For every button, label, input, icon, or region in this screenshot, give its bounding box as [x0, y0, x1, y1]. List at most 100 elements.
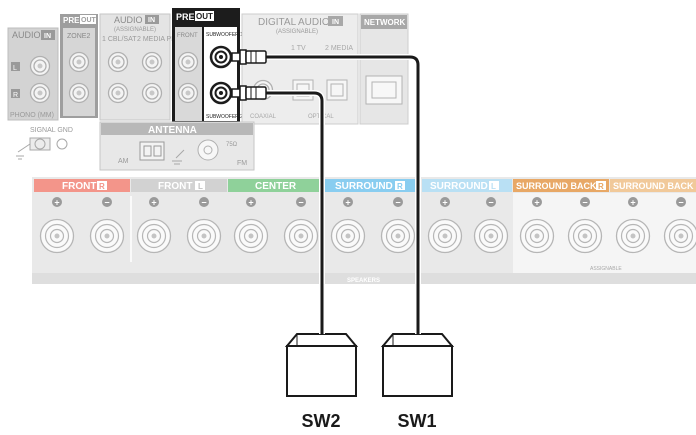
surround-r-label: SURROUND — [335, 181, 393, 192]
audio-assignable: (ASSIGNABLE) — [114, 27, 156, 33]
svg-text:−: − — [104, 198, 109, 208]
sw2-cable — [262, 90, 325, 334]
digital-assignable: (ASSIGNABLE) — [276, 29, 318, 35]
plus-marker: + — [628, 197, 638, 208]
front-l-label: FRONT — [158, 181, 192, 192]
speaker-binding-post — [186, 218, 222, 254]
speaker-binding-post — [519, 218, 555, 254]
plus-marker: + — [149, 197, 159, 208]
zone2-label: ZONE2 — [67, 33, 90, 40]
media-l-jack — [141, 51, 163, 73]
r-badge: R — [13, 92, 18, 99]
front-r-badge: R — [99, 182, 105, 191]
subwoofer1-jack — [209, 45, 233, 69]
svg-text:+: + — [345, 198, 350, 208]
cbl-l-jack — [107, 51, 129, 73]
antenna-label: ANTENNA — [148, 125, 197, 136]
front-l-badge: L — [198, 182, 203, 191]
speaker-binding-post — [567, 218, 603, 254]
cbl-sat-label: 1 CBL/SAT — [102, 36, 137, 43]
svg-text:+: + — [442, 198, 447, 208]
digital-audio-label: DIGITAL AUDIO — [258, 17, 330, 28]
plus-marker: + — [52, 197, 62, 208]
preout-out-badge: OUT — [196, 12, 213, 21]
tv-label: 1 TV — [291, 45, 306, 52]
minus-marker: − — [199, 197, 209, 208]
surround-l-badge: L — [491, 182, 496, 191]
minus-marker: − — [102, 197, 112, 208]
surround-l-label: SURROUND — [430, 181, 488, 192]
assignable-label: ASSIGNABLE — [590, 266, 622, 272]
front-preout-r-jack — [177, 82, 199, 104]
audio-in-l-jack — [29, 55, 51, 77]
svg-text:−: − — [201, 198, 206, 208]
plus-marker: + — [343, 197, 353, 208]
digital-audio-block: DIGITAL AUDIO IN (ASSIGNABLE) 1 TV 2 MED… — [241, 13, 359, 125]
network-label: NETWORK — [364, 18, 406, 27]
cbl-r-jack — [107, 82, 129, 104]
front-r-label: FRONT — [62, 181, 96, 192]
svg-text:−: − — [395, 198, 400, 208]
speaker-binding-post — [615, 218, 651, 254]
subwoofer1-label: SUBWOOFER 1 — [206, 32, 243, 38]
media-player-label: 2 MEDIA PLAYER — [137, 36, 194, 43]
center-label: CENTER — [255, 181, 297, 192]
speaker-posts: +−+−+−+−+−+−+− — [39, 197, 696, 254]
ethernet-port — [365, 75, 403, 105]
sw1-rca-plug — [231, 49, 267, 65]
minus-marker: − — [486, 197, 496, 208]
phono-label: PHONO (MM) — [10, 112, 54, 119]
svg-text:−: − — [298, 198, 303, 208]
audio-in-badge: IN — [148, 17, 155, 24]
preout-main-block: PRE OUT FRONT SUBWOOFER 1 SUBWOOFER 2 — [172, 8, 243, 124]
speaker-binding-post — [89, 218, 125, 254]
subwoofer2-label: SUBWOOFER 2 — [206, 114, 243, 120]
speaker-binding-post — [427, 218, 463, 254]
fm-label: FM — [237, 160, 247, 167]
audio-assignable-block: AUDIO IN (ASSIGNABLE) 1 CBL/SAT 2 MEDIA … — [99, 13, 194, 121]
ohm-label: 75Ω — [226, 142, 238, 148]
media-r-jack — [141, 82, 163, 104]
signal-gnd-label: SIGNAL GND — [30, 127, 73, 134]
minus-marker: − — [296, 197, 306, 208]
subwoofer2-jack — [209, 81, 233, 105]
svg-text:−: − — [678, 198, 683, 208]
signal-gnd-terminal — [16, 137, 68, 160]
network-block: NETWORK — [359, 13, 409, 125]
optical-2-port — [326, 79, 348, 101]
speaker-binding-post — [39, 218, 75, 254]
speaker-binding-post — [330, 218, 366, 254]
speaker-binding-post — [233, 218, 269, 254]
audio-in-r-jack — [29, 82, 51, 104]
front-preout-label: FRONT — [177, 33, 198, 39]
fm-connector — [197, 139, 219, 161]
am-label: AM — [118, 158, 129, 165]
sw2-rca-plug — [231, 85, 267, 101]
surround-back-l-label: SURROUND BACK — [613, 181, 694, 191]
audio-in-block: AUDIO IN L R PHONO (MM) — [7, 27, 59, 121]
surround-r-badge: R — [397, 182, 403, 191]
speaker-binding-post — [283, 218, 319, 254]
zone-pre-label: PRE — [63, 16, 80, 25]
media2-label: 2 MEDIA — [325, 45, 353, 52]
minus-marker: − — [393, 197, 403, 208]
audio-title: AUDIO — [114, 15, 143, 25]
digital-in-badge: IN — [332, 19, 339, 26]
speaker-binding-post — [473, 218, 509, 254]
subwoofer-1 — [380, 333, 455, 397]
surround-back-r-badge: R — [598, 182, 604, 191]
speakers-label: SPEAKERS — [347, 278, 380, 284]
svg-text:+: + — [54, 198, 59, 208]
svg-text:−: − — [582, 198, 587, 208]
surround-back-r-label: SURROUND BACK — [516, 181, 597, 191]
plus-marker: + — [532, 197, 542, 208]
svg-text:−: − — [488, 198, 493, 208]
sw2-label: SW2 — [301, 411, 340, 431]
front-preout-l-jack — [177, 51, 199, 73]
minus-marker: − — [676, 197, 686, 208]
zone2-r-jack — [68, 82, 90, 104]
subwoofer-2 — [284, 333, 359, 397]
svg-text:+: + — [534, 198, 539, 208]
l-badge: L — [13, 65, 17, 72]
